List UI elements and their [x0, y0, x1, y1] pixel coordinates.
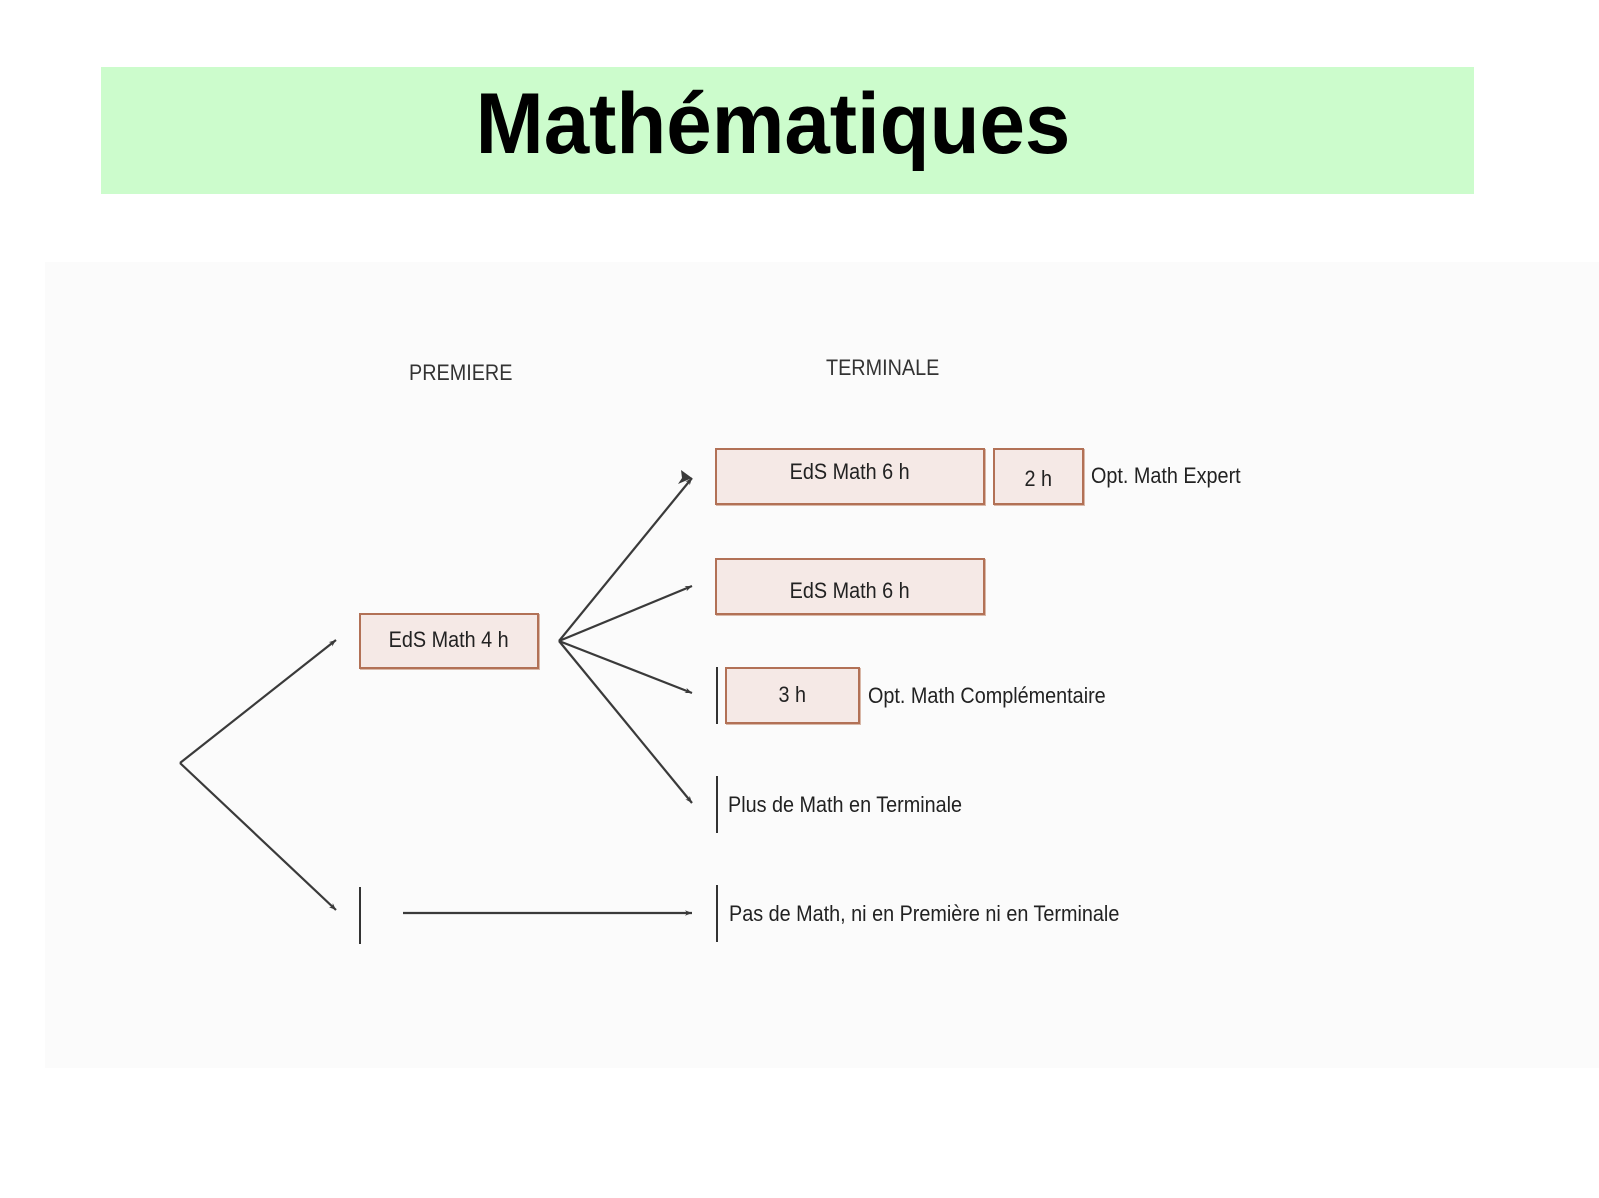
label-opt-math-complementaire: Opt. Math Complémentaire: [868, 683, 1106, 708]
column-header-premiere: PREMIERE: [409, 360, 513, 385]
arrow-to-premiere-math: [179, 639, 337, 764]
arrow-to-eds6: [558, 584, 693, 643]
bar-pas-de-math: [716, 885, 718, 942]
page-title: Mathématiques: [476, 76, 1071, 172]
box-label: EdS Math 6 h: [790, 578, 910, 603]
arrow-to-expert: [558, 477, 693, 642]
label-plus-de-math: Plus de Math en Terminale: [728, 792, 963, 817]
box-label: EdS Math 4 h: [389, 627, 509, 652]
label-pas-de-math: Pas de Math, ni en Première ni en Termin…: [729, 901, 1120, 926]
box-label: 2 h: [1024, 466, 1053, 491]
arrow-to-no-math: [179, 762, 337, 911]
label-opt-math-expert: Opt. Math Expert: [1091, 463, 1241, 488]
bar-plus-de-math: [716, 776, 718, 833]
box-label: 3 h: [778, 682, 807, 707]
box-complementaire-3h: 3 h: [725, 667, 860, 724]
bar-premiere-no-math: [359, 887, 361, 944]
title-band: Mathématiques: [101, 67, 1474, 194]
column-header-terminale: TERMINALE: [826, 355, 940, 380]
box-terminale-eds-math-6h: EdS Math 6 h: [715, 558, 985, 615]
box-label: EdS Math 6 h: [790, 459, 910, 484]
arrow-to-plus-de-math: [558, 640, 693, 804]
box-terminale-eds-math-6h-expert: EdS Math 6 h: [715, 448, 985, 505]
box-premiere-eds-math: EdS Math 4 h: [359, 613, 539, 669]
bar-complementaire: [716, 667, 718, 724]
arrow-to-complementaire: [558, 639, 693, 695]
box-expert-2h: 2 h: [993, 448, 1084, 505]
